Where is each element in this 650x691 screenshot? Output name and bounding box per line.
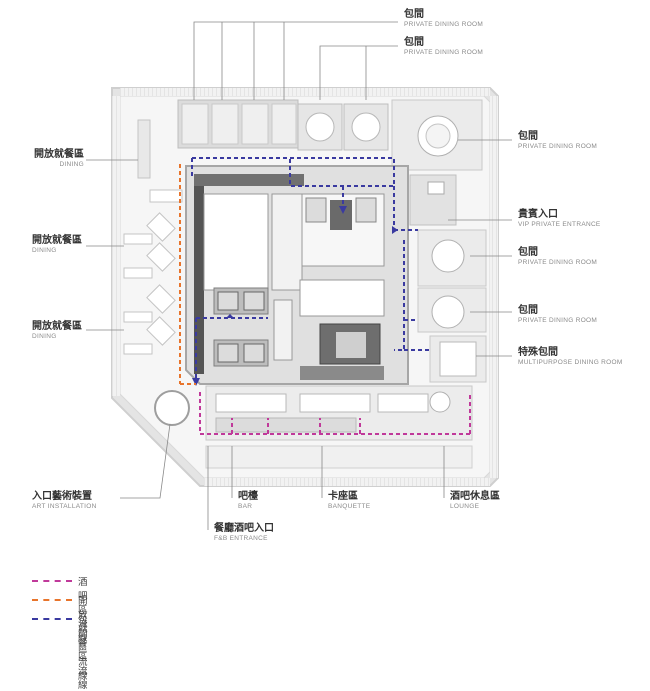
right-private-rooms bbox=[409, 174, 487, 383]
label-vip-entrance-en: VIP PRIVATE ENTRANCE bbox=[518, 221, 601, 228]
bar-area bbox=[205, 385, 473, 469]
label-fb-entrance-cn: 餐廳酒吧入口 bbox=[214, 523, 274, 534]
label-dining-3-cn: 開放就餐區 bbox=[32, 321, 82, 332]
label-bar-cn: 吧檯 bbox=[238, 491, 258, 502]
label-multipurpose: 特殊包間 MULTIPURPOSE DINING ROOM bbox=[518, 348, 623, 367]
label-art-installation: 入口藝術裝置 ART INSTALLATION bbox=[32, 492, 97, 511]
label-dining-1-en: DINING bbox=[59, 161, 84, 168]
label-dining-1: 開放就餐區 DINING bbox=[34, 150, 84, 169]
label-art-installation-en: ART INSTALLATION bbox=[32, 503, 97, 510]
label-pdr-right-3: 包間 PRIVATE DINING ROOM bbox=[518, 306, 597, 325]
private-room-arrows bbox=[192, 206, 398, 386]
label-dining-3: 開放就餐區 DINING bbox=[32, 322, 82, 341]
label-lounge: 酒吧休息區 LOUNGE bbox=[450, 492, 500, 511]
private-room-flow bbox=[191, 156, 430, 380]
label-bar: 吧檯 BAR bbox=[238, 492, 258, 511]
legend-swatch-private-flow bbox=[32, 618, 72, 620]
label-pdr-top-2-cn: 包間 bbox=[404, 37, 424, 48]
label-bar-en: BAR bbox=[238, 503, 253, 510]
left-dining-area bbox=[123, 119, 190, 426]
label-pdr-top-1: 包間 PRIVATE DINING ROOM bbox=[404, 10, 483, 29]
label-banquette-cn: 卡座區 bbox=[328, 491, 358, 502]
label-pdr-right-1-en: PRIVATE DINING ROOM bbox=[518, 143, 598, 150]
label-pdr-right-1-cn: 包間 bbox=[518, 131, 538, 142]
bar-flow bbox=[199, 392, 471, 435]
label-pdr-right-2-cn: 包間 bbox=[518, 247, 538, 258]
label-pdr-right-2: 包間 PRIVATE DINING ROOM bbox=[518, 248, 597, 267]
label-banquette: 卡座區 BANQUETTE bbox=[328, 492, 370, 511]
label-banquette-en: BANQUETTE bbox=[328, 503, 371, 510]
label-lounge-en: LOUNGE bbox=[450, 503, 480, 510]
label-pdr-top-1-en: PRIVATE DINING ROOM bbox=[404, 21, 484, 28]
label-fb-entrance: 餐廳酒吧入口 F&B ENTRANCE bbox=[214, 524, 274, 543]
label-dining-2-en: DINING bbox=[32, 247, 57, 254]
top-private-rooms bbox=[177, 99, 483, 171]
label-dining-1-cn: 開放就餐區 bbox=[34, 149, 84, 160]
label-dining-3-en: DINING bbox=[32, 333, 57, 340]
label-multipurpose-cn: 特殊包間 bbox=[518, 347, 558, 358]
label-fb-entrance-en: F&B ENTRANCE bbox=[214, 535, 268, 542]
label-vip-entrance: 貴賓入口 VIP PRIVATE ENTRANCE bbox=[518, 210, 601, 229]
label-lounge-cn: 酒吧休息區 bbox=[450, 491, 500, 502]
dining-flow bbox=[179, 164, 196, 385]
label-dining-2-cn: 開放就餐區 bbox=[32, 235, 82, 246]
floor-plan bbox=[86, 21, 512, 530]
legend-swatch-dining-flow bbox=[32, 599, 72, 601]
legend-swatch-bar-flow bbox=[32, 580, 72, 582]
label-pdr-right-2-en: PRIVATE DINING ROOM bbox=[518, 259, 598, 266]
label-art-installation-cn: 入口藝術裝置 bbox=[32, 491, 92, 502]
label-pdr-top-2: 包間 PRIVATE DINING ROOM bbox=[404, 38, 483, 57]
label-pdr-right-1: 包間 PRIVATE DINING ROOM bbox=[518, 132, 597, 151]
building-core bbox=[185, 165, 409, 385]
legend-label-private-flow: 包間區流線 bbox=[78, 615, 88, 682]
label-pdr-top-1-cn: 包間 bbox=[404, 9, 424, 20]
label-pdr-right-3-en: PRIVATE DINING ROOM bbox=[518, 317, 598, 324]
label-multipurpose-en: MULTIPURPOSE DINING ROOM bbox=[518, 359, 623, 366]
leader-lines bbox=[86, 21, 512, 530]
label-pdr-right-3-cn: 包間 bbox=[518, 305, 538, 316]
label-dining-2: 開放就餐區 DINING bbox=[32, 236, 82, 255]
label-vip-entrance-cn: 貴賓入口 bbox=[518, 209, 558, 220]
label-pdr-top-2-en: PRIVATE DINING ROOM bbox=[404, 49, 484, 56]
